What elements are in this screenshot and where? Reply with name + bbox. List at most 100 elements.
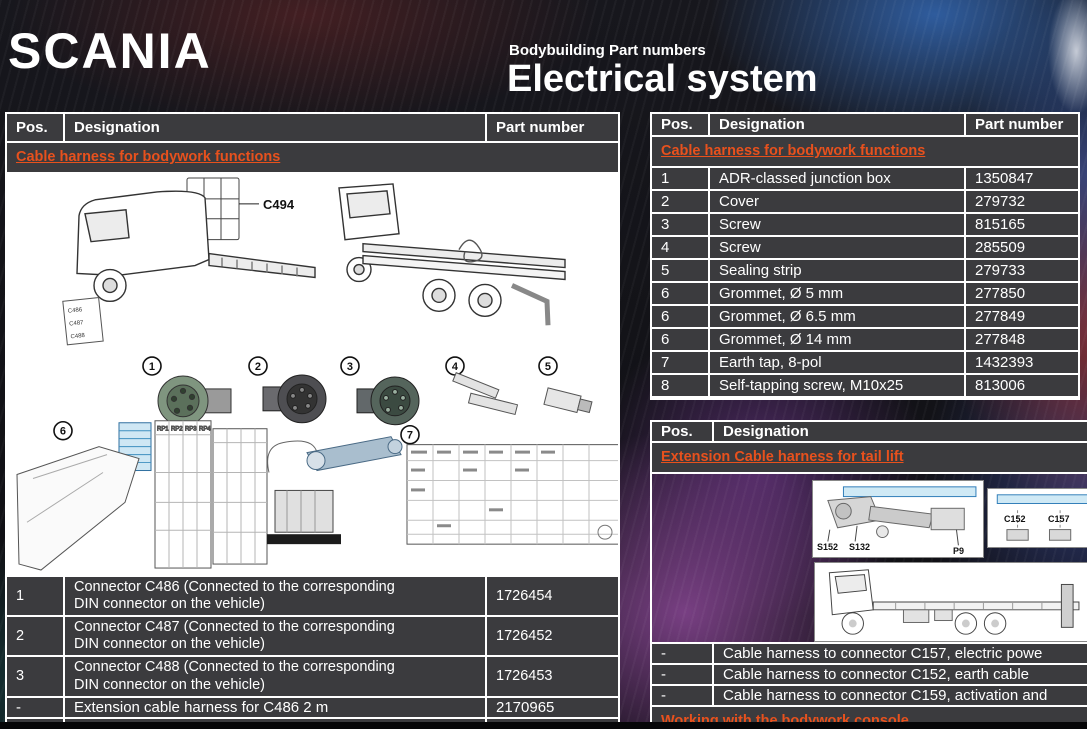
cell-pos: 5	[652, 260, 710, 281]
column-header-designation: Designation	[710, 114, 966, 135]
cell-pos: -	[652, 686, 714, 705]
label-c157: C157	[1048, 514, 1070, 524]
cell-part-number: 1726453	[496, 667, 553, 684]
designation-text: Connector C487 (Connected to the corresp…	[74, 619, 395, 653]
cell-designation: Cable harness to connector C157, electri…	[723, 645, 1043, 662]
svg-text:4: 4	[452, 361, 459, 373]
left-diagram-art: C494 C486 C487 C488	[16, 177, 618, 571]
fuse-label-rp1: RP1	[157, 427, 169, 433]
sticker-label-c486: C486	[68, 307, 84, 315]
cell-pos: 3	[652, 214, 710, 235]
label-c152: C152	[1004, 514, 1026, 524]
table-row: 6 Grommet, Ø 5 mm 277850	[652, 283, 1078, 306]
callout-4: 4	[445, 356, 465, 376]
table-row: 3 Connector C488 (Connected to the corre…	[7, 657, 618, 698]
left-parts-table: Pos. Designation Part number Cable harne…	[5, 112, 620, 729]
tail-lift-detail-image: S152 S132 P9	[812, 480, 984, 558]
truck-side-art	[828, 569, 1080, 635]
cell-pos: 6	[652, 329, 710, 350]
svg-text:2: 2	[255, 361, 261, 373]
fuse-label-rp2: RP2	[171, 427, 183, 433]
table-row: 1 ADR-classed junction box 1350847	[652, 168, 1078, 191]
cell-pos: 2	[7, 617, 65, 656]
svg-text:7: 7	[407, 430, 413, 442]
callout-2: 2	[248, 356, 268, 376]
tail-lift-mechanism-art	[827, 486, 977, 546]
svg-text:3: 3	[347, 361, 353, 373]
cell-part-number: 813006	[975, 377, 1026, 394]
left-table-header: Pos. Designation Part number	[7, 114, 618, 143]
tail-lift-table-header: Pos. Designation	[652, 422, 1087, 443]
cell-pos: 1	[7, 577, 65, 616]
table-row: 2 Cover 279732	[652, 191, 1078, 214]
table-row: - Cable harness to connector C159, activ…	[652, 686, 1087, 707]
cell-part-number: 277849	[975, 308, 1026, 325]
cell-designation: Extension cable harness for C486 2 m	[65, 697, 487, 717]
truck-chassis-illustration	[338, 183, 566, 326]
fuse-chart-sticker	[406, 444, 618, 545]
cell-pos: 3	[7, 657, 65, 696]
cell-designation: Sealing strip	[710, 260, 966, 281]
cell-part-number: 285509	[975, 239, 1026, 256]
fuse-label-rp3: RP3	[185, 427, 197, 433]
cell-part-number: 1726454	[496, 587, 553, 604]
table-row: 1 Connector C486 (Connected to the corre…	[7, 577, 618, 618]
bottom-bar	[0, 722, 1087, 729]
label-s152: S152	[817, 542, 839, 552]
cell-designation: Cover	[710, 191, 966, 212]
cell-part-number: 815165	[975, 216, 1026, 233]
table-row: 5 Sealing strip 279733	[652, 260, 1078, 283]
cell-designation: ADR-classed junction box	[710, 168, 966, 189]
cell-part-number: 2170965	[496, 698, 555, 716]
cell-pos: -	[7, 697, 65, 717]
column-header-pos: Pos.	[652, 422, 714, 441]
callout-6: 6	[53, 420, 73, 441]
table-row: 8 Self-tapping screw, M10x25 813006	[652, 375, 1078, 398]
column-header-designation: Designation	[65, 114, 487, 141]
cell-part-number: 277850	[975, 285, 1026, 302]
cell-designation: Screw	[710, 237, 966, 258]
callout-7: 7	[400, 424, 420, 445]
cell-designation: Cable harness to connector C159, activat…	[723, 687, 1048, 704]
table-row: 6 Grommet, Ø 6.5 mm 277849	[652, 306, 1078, 329]
truck-cab-illustration	[76, 190, 316, 303]
table-row: 4 Screw 285509	[652, 237, 1078, 260]
sticker-label-c487: C487	[69, 320, 85, 328]
cell-part-number: 1350847	[975, 170, 1034, 187]
table-row: - Cable harness to connector C152, earth…	[652, 665, 1087, 686]
cell-pos: -	[652, 644, 714, 663]
callout-5: 5	[538, 356, 558, 376]
sticker-label-c488: C488	[70, 333, 86, 341]
fuse-layout-sticker: RP1 RP2 RP3 RP4	[154, 420, 268, 569]
section-title: Extension Cable harness for tail lift	[661, 449, 904, 465]
cell-designation: Connector C486 (Connected to the corresp…	[65, 577, 487, 616]
cell-designation: Earth tap, 8-pol	[710, 352, 966, 373]
truck-side-image	[814, 562, 1087, 642]
cell-designation: Self-tapping screw, M10x25	[710, 375, 966, 396]
callout-3: 3	[340, 356, 360, 376]
cell-part-number: 279733	[975, 262, 1026, 279]
right-section-header: Cable harness for bodywork functions	[652, 137, 1078, 168]
fuse-label-rp4: RP4	[199, 427, 211, 433]
cell-pos: 1	[652, 168, 710, 189]
table-row: 6 Grommet, Ø 14 mm 277848	[652, 329, 1078, 352]
cell-pos: 7	[652, 352, 710, 373]
cell-part-number: 1432393	[975, 354, 1034, 371]
callout-1: 1	[142, 356, 162, 376]
connector-2-illustration	[262, 374, 327, 424]
tail-lift-diagram: S152 S132 P9 C152 C157	[652, 474, 1087, 644]
svg-text:1: 1	[149, 361, 155, 373]
cell-part-number: 1726452	[496, 627, 553, 644]
cell-pos: 2	[652, 191, 710, 212]
column-header-part-number: Part number	[975, 116, 1064, 133]
c494-label: C494	[263, 197, 295, 212]
small-connector-illustration	[543, 387, 593, 414]
column-header-designation: Designation	[723, 423, 809, 440]
terminal-parts-illustration	[452, 372, 519, 416]
svg-text:6: 6	[60, 426, 66, 438]
section-title: Cable harness for bodywork functions	[661, 143, 926, 159]
column-header-pos: Pos.	[7, 114, 65, 141]
table-row: - Cable harness to connector C157, elect…	[652, 644, 1087, 665]
cell-pos: 6	[652, 306, 710, 327]
